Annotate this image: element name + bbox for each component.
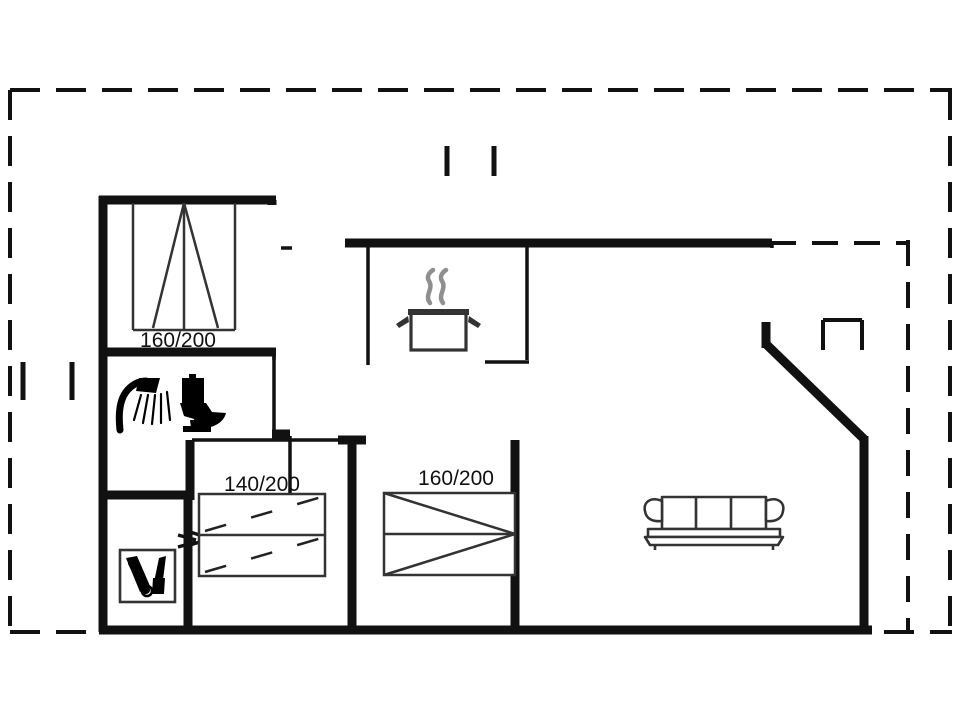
mop-head	[152, 578, 165, 594]
door-leaf-utility-a	[177, 533, 197, 542]
shower-head	[136, 378, 160, 393]
broom-and-mop-icon	[118, 548, 177, 604]
toilet-flush-button	[189, 374, 196, 379]
toilet-cistern	[182, 378, 204, 403]
toilet-base	[183, 426, 211, 432]
small-table	[821, 318, 864, 350]
bunk-diagonal-upper	[204, 494, 326, 533]
toilet-bowl	[180, 403, 226, 428]
sofa-arm-right	[764, 498, 785, 523]
bed-dimension-label-left: 140/200	[224, 473, 300, 496]
pot-body	[409, 311, 468, 352]
double-bed-160-200-top	[131, 202, 281, 332]
cooking-pot-icon	[396, 267, 481, 352]
sofa-arm-left	[643, 498, 664, 523]
pot-rim	[408, 309, 469, 315]
structural-walls	[98, 195, 872, 635]
wall-living-diagonal	[762, 340, 869, 444]
broom-handle	[128, 559, 150, 594]
double-bed-160-200-middle	[382, 491, 517, 577]
pot-handle-left	[396, 316, 409, 328]
window-marks	[20, 146, 497, 400]
sofa-base	[643, 535, 785, 547]
bunk-diagonal-lower	[204, 535, 326, 574]
pot-handle-right	[468, 316, 481, 328]
bed-middle-diagonal-upper	[383, 491, 516, 536]
bed-dimension-label-top: 160/200	[140, 329, 216, 352]
pot-steam-left	[425, 267, 436, 306]
shower-water	[132, 390, 172, 426]
small-table-outline	[821, 318, 864, 350]
bucket-ring	[140, 584, 154, 598]
bed-middle-diagonal-lower	[383, 532, 516, 577]
sofa-back	[660, 495, 768, 531]
three-seat-sofa	[643, 495, 785, 550]
pot-steam-right	[438, 267, 449, 306]
bunk-bed-140-200	[197, 492, 327, 578]
bed-top-diagonal-left	[151, 202, 186, 329]
bed-top-fill	[133, 205, 281, 330]
bed-top-diagonal-right	[182, 202, 220, 329]
toilet-icon	[180, 374, 226, 432]
shower-head-icon	[115, 377, 172, 434]
bed-dimension-label-middle: 160/200	[418, 467, 494, 490]
partition-walls	[177, 243, 774, 549]
